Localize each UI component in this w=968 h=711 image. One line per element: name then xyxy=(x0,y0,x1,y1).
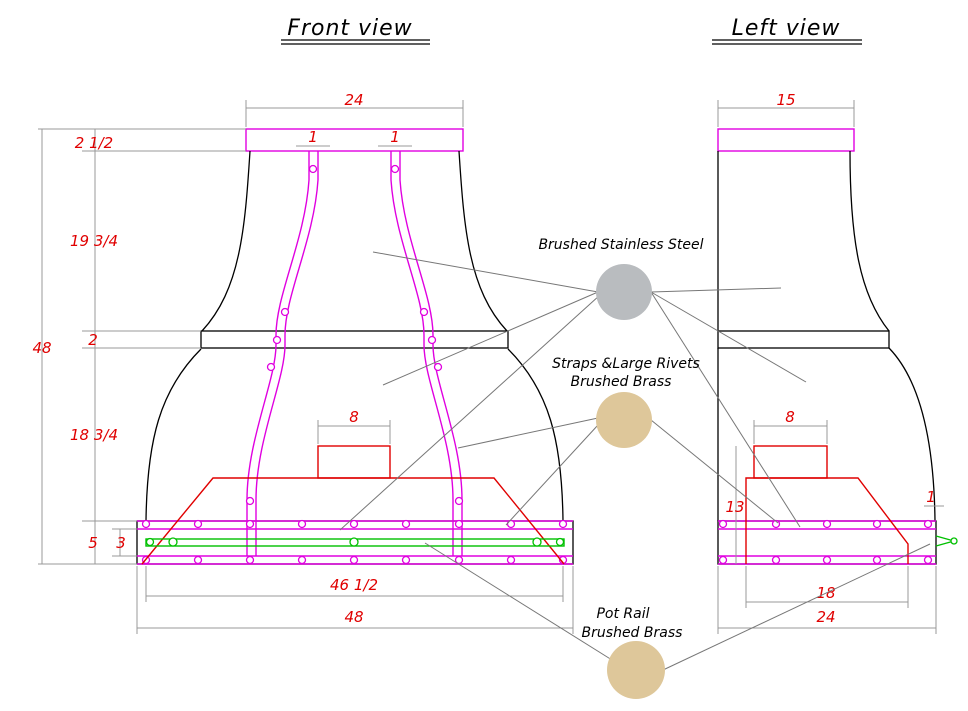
left-vent-box xyxy=(753,445,828,479)
front-dimension-labels: 24 1 1 2 1/2 19 3/4 2 18 3/4 5 3 48 8 46… xyxy=(32,91,399,626)
leader-lines xyxy=(339,251,931,671)
straps-brass-swatch xyxy=(596,392,652,448)
dim-inner-width: 46 1/2 xyxy=(330,576,378,594)
front-strap-right-outer xyxy=(390,151,454,556)
dim-total-depth: 24 xyxy=(816,608,835,626)
straps-label-line2: Brushed Brass xyxy=(571,374,672,390)
front-lower-right-curve xyxy=(507,348,564,522)
dimension-lines xyxy=(38,100,944,634)
front-upper-right-curve xyxy=(458,150,508,332)
left-hood-liner xyxy=(745,477,909,564)
dim-crown-height: 2 1/2 xyxy=(75,134,113,152)
dim-band-height: 2 xyxy=(88,331,98,349)
dim-base-height: 5 xyxy=(88,534,98,552)
dim-strap-gap-right: 1 xyxy=(390,128,400,146)
left-lower-curve xyxy=(888,347,936,522)
dim-strap-gap-left: 1 xyxy=(308,128,318,146)
pot-rail-brass-swatch xyxy=(607,641,665,699)
left-rivets xyxy=(718,519,933,565)
dim-lower-height: 18 3/4 xyxy=(70,426,118,444)
front-vent-box xyxy=(317,445,391,479)
front-view-title: Front view xyxy=(287,16,412,41)
front-upper-left-curve xyxy=(201,150,251,332)
front-crown xyxy=(245,128,464,152)
pot-rail-label-line2: Brushed Brass xyxy=(582,625,683,641)
front-band xyxy=(200,330,509,349)
dim-rail-height: 3 xyxy=(116,534,126,552)
front-strap-left-inner xyxy=(255,151,319,556)
dim-front-box-width: 8 xyxy=(349,408,359,426)
pot-rail-label-line1: Pot Rail xyxy=(596,606,649,622)
left-pot-rail-end xyxy=(950,537,958,545)
steel-swatch xyxy=(596,264,652,320)
left-view xyxy=(717,128,958,565)
dim-front-top-width: 24 xyxy=(344,91,363,109)
dim-left-top-depth: 15 xyxy=(776,91,795,109)
dim-upper-height: 19 3/4 xyxy=(70,232,118,250)
left-view-title: Left view xyxy=(732,16,841,41)
dim-left-box-depth: 8 xyxy=(785,408,795,426)
steel-label: Brushed Stainless Steel xyxy=(538,237,703,253)
left-crown xyxy=(717,128,855,152)
front-lower-left-curve xyxy=(145,348,202,522)
dim-total-height: 48 xyxy=(32,339,51,357)
dim-liner-height: 13 xyxy=(725,498,744,516)
left-dimension-labels: 15 8 13 1 18 24 xyxy=(725,91,935,626)
front-pot-rail-posts xyxy=(145,537,565,547)
dim-rail-offset: 1 xyxy=(926,488,936,506)
dim-total-width: 48 xyxy=(344,608,363,626)
left-band xyxy=(717,330,890,349)
front-rivets xyxy=(141,164,568,565)
front-view xyxy=(136,128,574,565)
left-upper-curve xyxy=(849,150,890,332)
straps-label-line1: Straps &Large Rivets xyxy=(552,356,700,372)
